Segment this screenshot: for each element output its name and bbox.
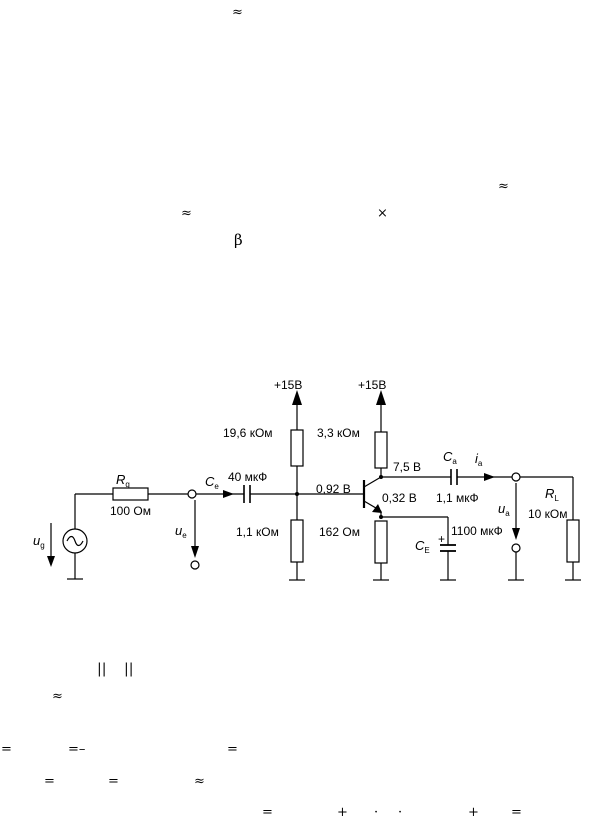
dot-symbol: · xyxy=(374,805,379,820)
resistor-rl xyxy=(566,519,580,563)
parallel-symbol: || xyxy=(124,661,134,677)
supply-label-left: +15В xyxy=(274,378,302,392)
r-load-value: 10 кОм xyxy=(528,507,568,521)
equals-symbol: = xyxy=(44,774,55,789)
r-top-left-label: 19,6 кОм xyxy=(223,426,273,440)
label-ia: ia xyxy=(475,451,483,468)
resistor-162 xyxy=(374,520,388,564)
v-collector-label: 7,5 В xyxy=(393,460,421,474)
label-rl: RL xyxy=(545,486,559,503)
signal-source xyxy=(62,494,88,580)
arrow-ue xyxy=(191,546,199,558)
v-base-label: 0,92 В xyxy=(316,482,351,496)
arrow-ua xyxy=(512,528,520,540)
cap-emitter-value: 1100 мкФ xyxy=(451,524,503,538)
label-ue: ue xyxy=(175,523,187,540)
label-ca: Ca xyxy=(443,449,457,466)
equals-symbol: = xyxy=(108,774,119,789)
arrow-ce xyxy=(223,490,234,498)
label-rg: Rg xyxy=(116,472,130,489)
beta-symbol: β xyxy=(234,231,243,249)
arrow-ug xyxy=(47,556,55,567)
resistor-1k1 xyxy=(290,519,304,563)
label-ug: ug xyxy=(33,533,45,550)
resistor-3k3 xyxy=(374,431,388,469)
r-gen-value: 100 Ом xyxy=(110,504,151,518)
supply-arrow-right xyxy=(376,390,386,405)
input-terminal xyxy=(187,489,197,499)
output-terminal xyxy=(511,472,521,482)
capacitor-ca xyxy=(450,469,458,485)
plus-symbol: + xyxy=(337,805,348,820)
equals-symbol: = xyxy=(1,742,12,757)
bipolar-transistor xyxy=(362,476,382,513)
resistor-19k6 xyxy=(290,429,304,467)
label-ce: Ce xyxy=(205,474,219,491)
label-ua: ua xyxy=(498,501,510,518)
equals-symbol: = xyxy=(511,805,522,820)
times-symbol: × xyxy=(377,206,388,221)
approx-symbol: ≈ xyxy=(181,206,192,221)
capacitor-ce xyxy=(243,485,251,503)
v-emitter-label: 0,32 В xyxy=(382,491,417,505)
cap-e-value: 40 мкФ xyxy=(228,470,267,484)
supply-arrow-left xyxy=(292,390,302,405)
r-top-right-label: 3,3 кОм xyxy=(317,426,360,440)
plus-symbol: + xyxy=(468,805,479,820)
dot-symbol: · xyxy=(398,805,403,820)
resistor-rg xyxy=(112,487,149,501)
ground-terminal-ue xyxy=(190,560,200,570)
cap-a-value: 1,1 мкФ xyxy=(436,491,479,505)
approx-symbol: ≈ xyxy=(498,179,509,194)
label-cE: CE xyxy=(415,538,430,555)
approx-symbol: ≈ xyxy=(52,689,63,704)
arrow-ia xyxy=(484,473,495,481)
parallel-symbol: || xyxy=(97,661,107,677)
r-emitter-value: 162 Ом xyxy=(319,525,360,539)
approx-symbol: ≈ xyxy=(232,5,243,20)
ground-terminal-ua xyxy=(511,543,521,553)
approx-symbol: ≈ xyxy=(194,774,205,789)
equals-symbol: = xyxy=(262,805,273,820)
r-bottom-left-value: 1,1 кОм xyxy=(236,525,279,539)
equals-symbol: = xyxy=(227,742,238,757)
supply-label-right: +15В xyxy=(358,378,386,392)
equals-minus-symbol: =– xyxy=(68,742,86,757)
plus-sign: + xyxy=(438,532,445,546)
